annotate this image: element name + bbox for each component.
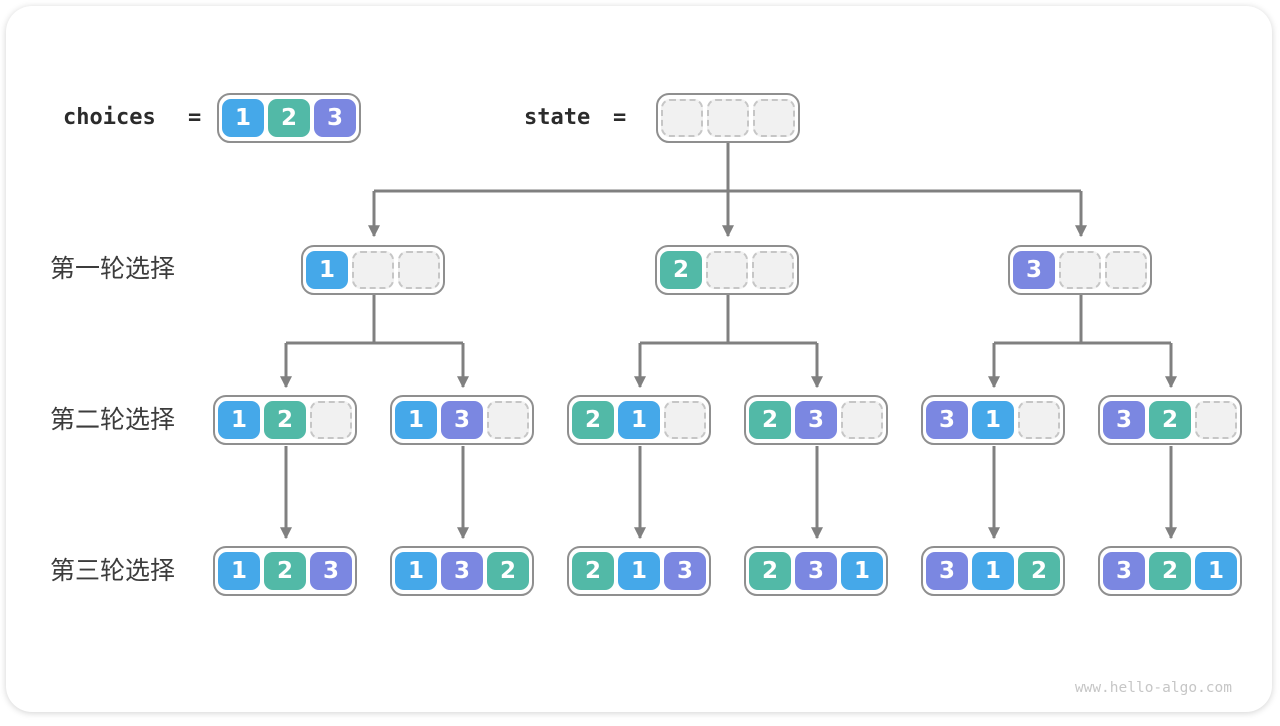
empty-cell	[661, 99, 703, 137]
empty-cell	[1059, 251, 1101, 289]
value-cell-1: 1	[972, 401, 1014, 439]
value-cell-2: 2	[572, 401, 614, 439]
value-cell-2: 2	[487, 552, 529, 590]
empty-cell	[841, 401, 883, 439]
level1-node-3: 3	[1008, 245, 1152, 295]
watermark: www.hello-algo.com	[1074, 680, 1232, 696]
value-cell-2: 2	[660, 251, 702, 289]
empty-cell	[752, 251, 794, 289]
value-cell-3: 3	[1013, 251, 1055, 289]
value-cell-1: 1	[395, 401, 437, 439]
choices-equals-sign: =	[188, 105, 202, 130]
empty-cell	[1105, 251, 1147, 289]
value-cell-3: 3	[926, 401, 968, 439]
value-cell-1: 1	[395, 552, 437, 590]
value-cell-2: 2	[1149, 401, 1191, 439]
value-cell-1: 1	[618, 552, 660, 590]
value-cell-3: 3	[441, 552, 483, 590]
empty-cell	[352, 251, 394, 289]
state-equals-sign: =	[613, 105, 627, 130]
round-1-label: 第一轮选择	[50, 254, 176, 283]
empty-cell	[707, 99, 749, 137]
empty-cell	[398, 251, 440, 289]
value-cell-2: 2	[264, 401, 306, 439]
value-cell-1: 1	[218, 401, 260, 439]
value-cell-2: 2	[749, 401, 791, 439]
choices-label: choices	[63, 105, 156, 130]
value-cell-2: 2	[1018, 552, 1060, 590]
value-cell-3: 3	[664, 552, 706, 590]
value-cell-3: 3	[795, 401, 837, 439]
empty-cell	[1195, 401, 1237, 439]
value-cell-3: 3	[926, 552, 968, 590]
value-cell-3: 3	[441, 401, 483, 439]
value-cell-1: 1	[306, 251, 348, 289]
value-cell-2: 2	[264, 552, 306, 590]
value-cell-1: 1	[618, 401, 660, 439]
round-3-label: 第三轮选择	[50, 556, 176, 585]
empty-cell	[310, 401, 352, 439]
value-cell-1: 1	[841, 552, 883, 590]
value-cell-3: 3	[795, 552, 837, 590]
value-cell-3: 3	[1103, 552, 1145, 590]
empty-cell	[753, 99, 795, 137]
value-cell-1: 1	[222, 99, 264, 137]
level1-node-1: 1	[301, 245, 445, 295]
value-cell-1: 1	[972, 552, 1014, 590]
empty-cell	[706, 251, 748, 289]
state-array	[656, 93, 800, 143]
level1-node-2: 2	[655, 245, 799, 295]
value-cell-2: 2	[1149, 552, 1191, 590]
value-cell-1: 1	[218, 552, 260, 590]
value-cell-2: 2	[572, 552, 614, 590]
empty-cell	[487, 401, 529, 439]
value-cell-2: 2	[268, 99, 310, 137]
value-cell-3: 3	[314, 99, 356, 137]
round-2-label: 第二轮选择	[50, 405, 176, 434]
empty-cell	[664, 401, 706, 439]
value-cell-2: 2	[749, 552, 791, 590]
value-cell-3: 3	[1103, 401, 1145, 439]
value-cell-3: 3	[310, 552, 352, 590]
empty-cell	[1018, 401, 1060, 439]
state-label: state	[524, 105, 591, 130]
value-cell-1: 1	[1195, 552, 1237, 590]
